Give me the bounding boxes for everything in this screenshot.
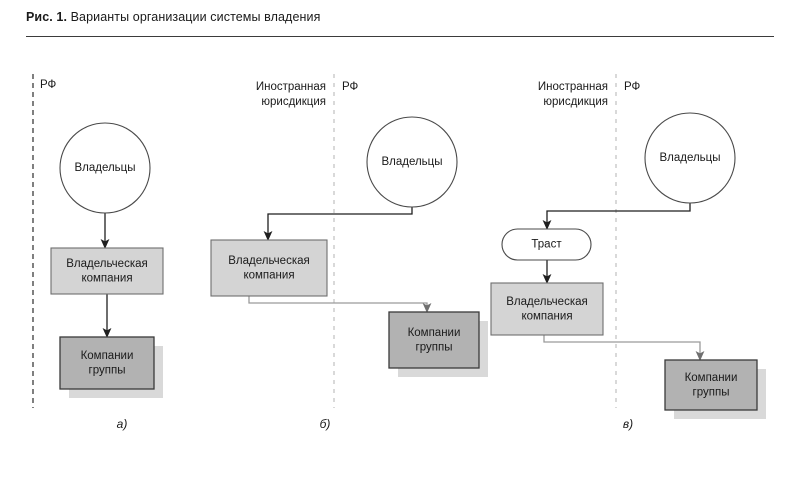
zone-label-b-1: РФ [342,81,359,93]
node-c-trast[interactable]: Траст [501,228,592,261]
circle-shape [59,122,151,214]
stadium-shape [501,228,592,261]
zone-label-a-0: РФ [40,79,57,91]
caption-text: Варианты организации системы владения [67,10,321,24]
box-shape [490,282,604,336]
connector-c-vladeltsy-to-trast [542,203,691,230]
node-b-vladeltsy[interactable]: Владельцы [366,116,458,208]
circle-shape [644,112,736,204]
node-c-vladeltsy[interactable]: Владельцы [644,112,736,204]
box-shape [664,359,758,411]
box-shape [388,311,480,369]
connector-b-holding-to-group [248,296,432,313]
box-shape [50,247,164,295]
node-label: Владельцы [74,162,135,174]
panel-letter-b: б) [320,417,331,431]
caption-number: Рис. 1. [26,10,68,24]
caption-divider-rule [26,36,774,37]
node-label: Траст [531,239,562,251]
connector-c-holding-to-group [543,335,705,361]
node-label: Владельцы [381,156,442,168]
box-shape [210,239,328,297]
panel-letter-a: а) [117,417,128,431]
circle-shape [366,116,458,208]
panel-letter-c: в) [623,417,633,431]
node-label: Владельцы [659,152,720,164]
connector-b-vladeltsy-to-holding [263,207,413,241]
node-a-vladeltsy[interactable]: Владельцы [59,122,151,214]
figure-caption: Рис. 1. Варианты организации системы вла… [26,10,320,24]
zone-label-c-1: РФ [624,81,641,93]
box-shape [59,336,155,390]
